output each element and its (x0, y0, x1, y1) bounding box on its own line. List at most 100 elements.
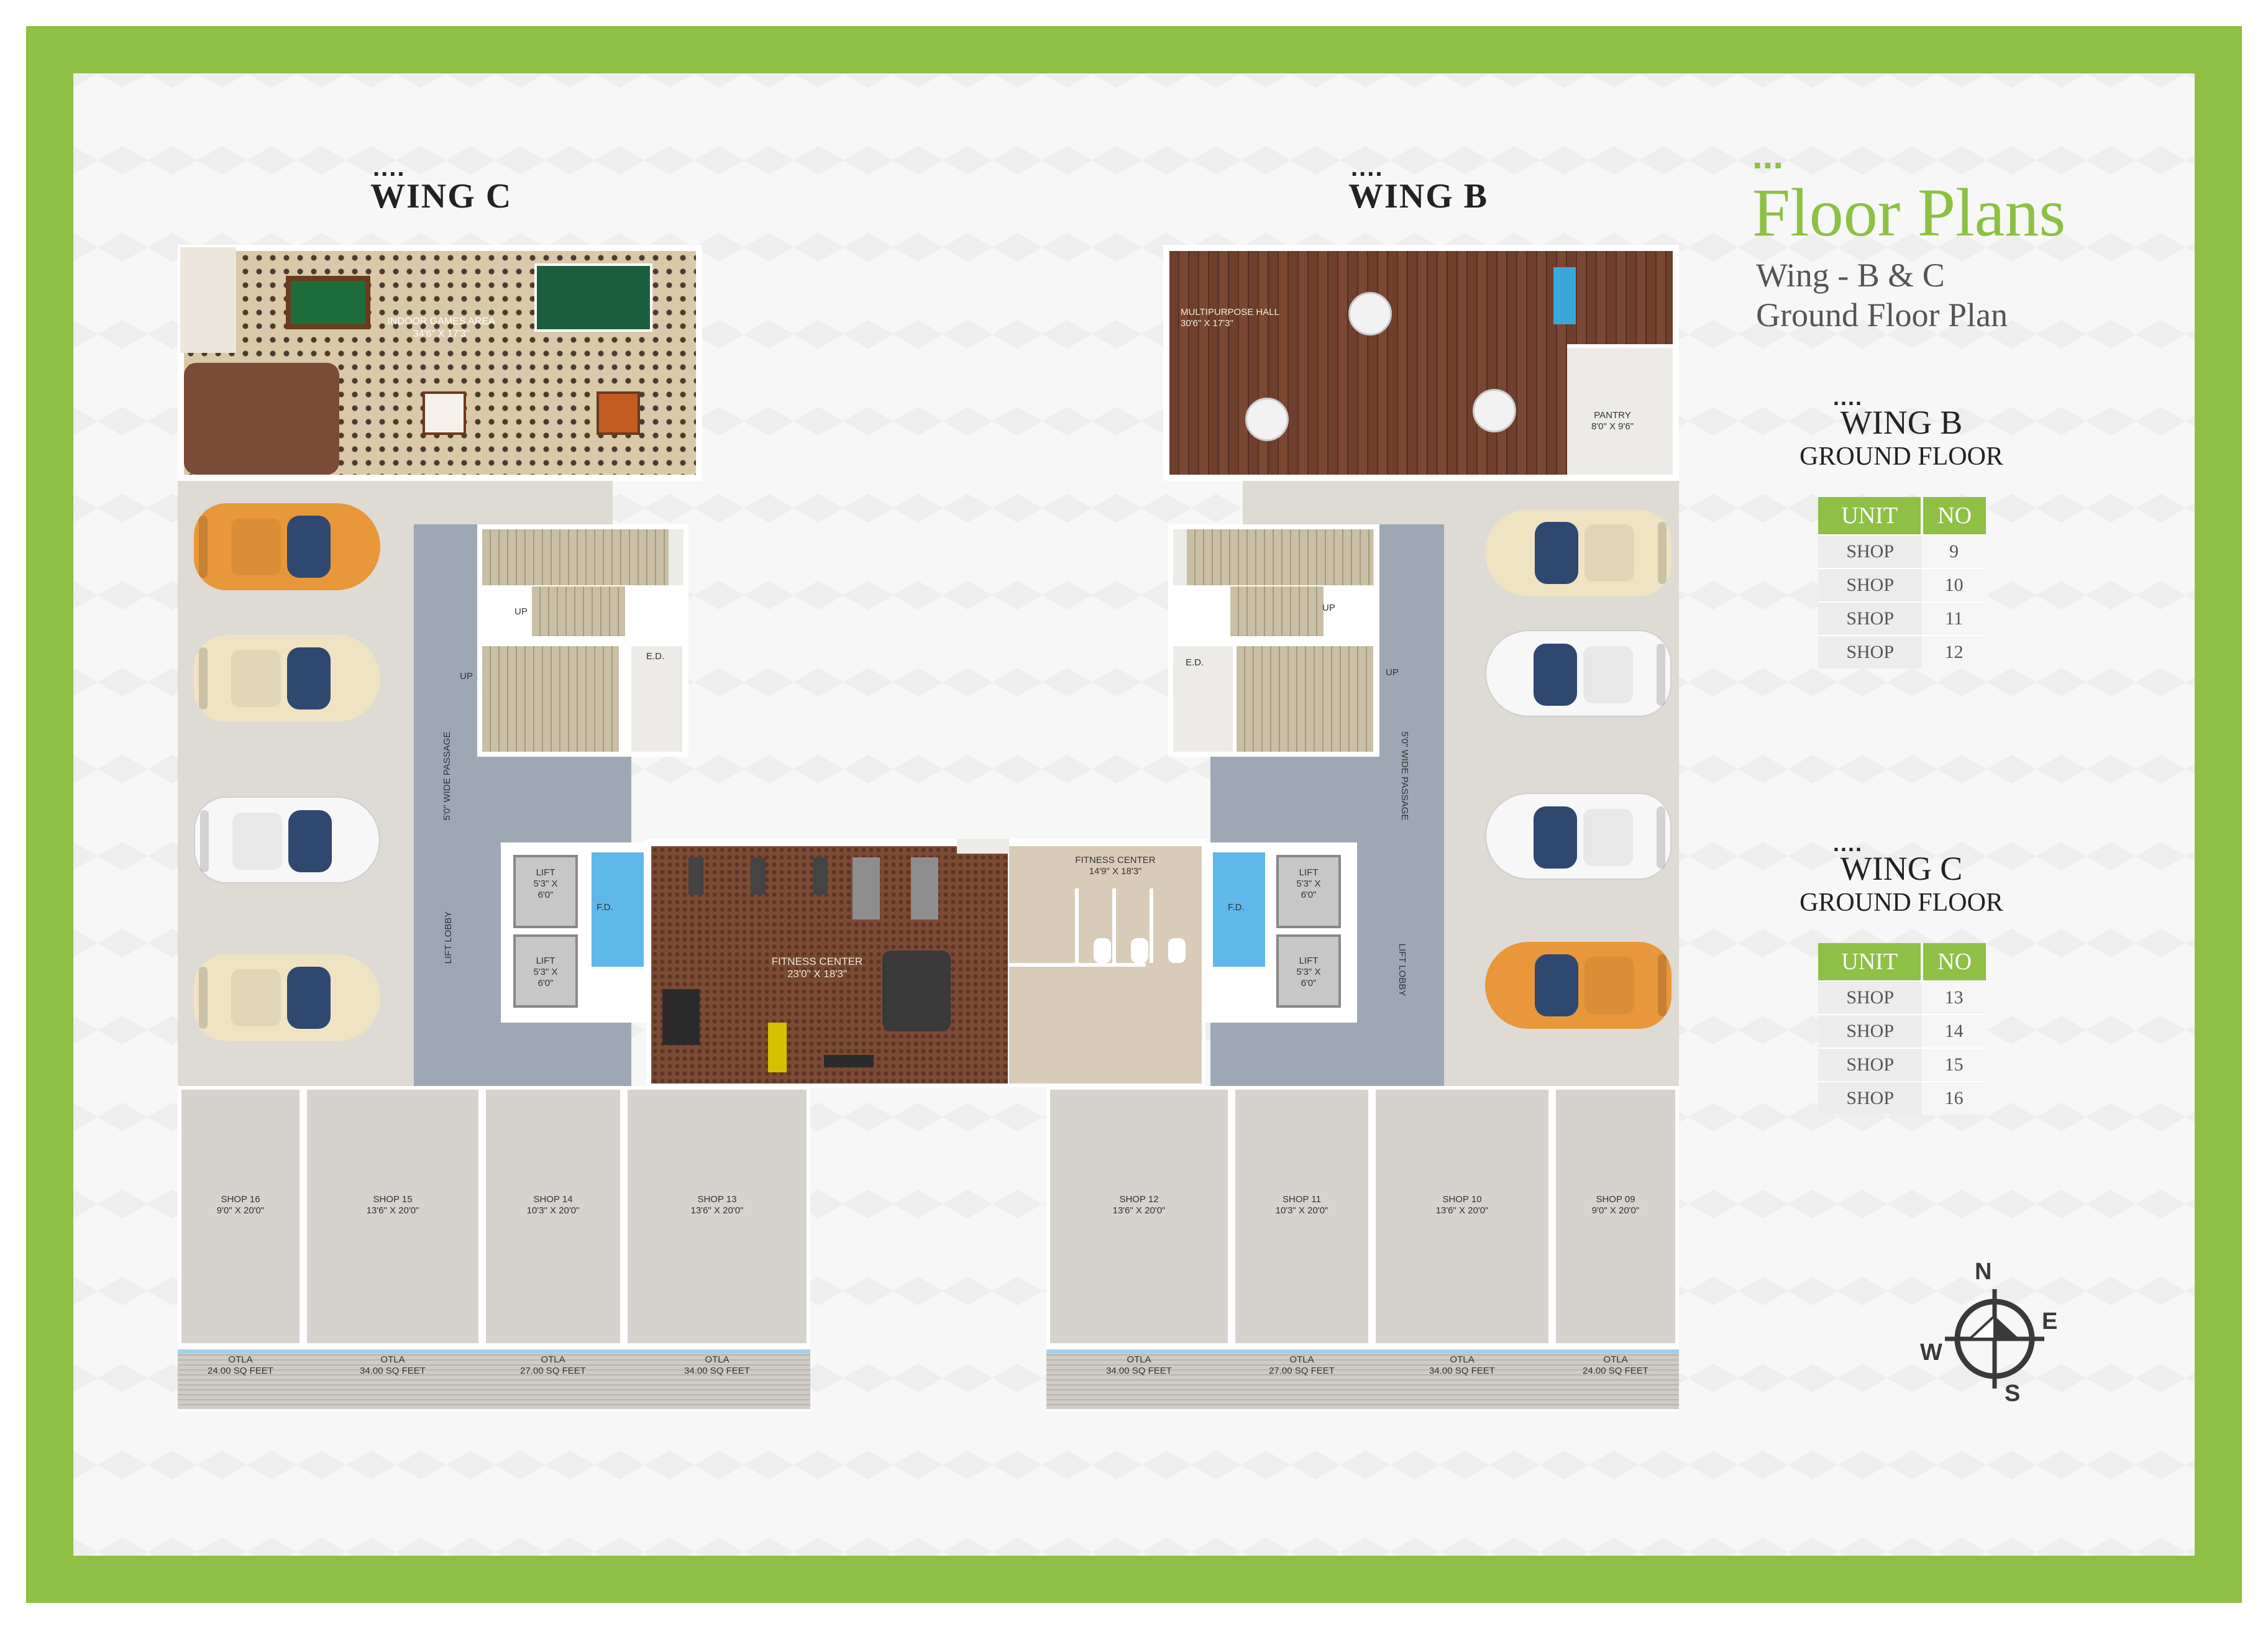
otla-11-name: OTLA (1289, 1354, 1314, 1365)
wing-c-lift-1 (513, 855, 578, 928)
wing-c-fd-duct (588, 849, 647, 970)
table-cell: SHOP (1818, 980, 1923, 1015)
shop-13-name: SHOP 13 (697, 1194, 737, 1205)
multipurpose-hall-corner (1567, 251, 1673, 344)
shop-15 (303, 1086, 482, 1347)
car-icon (1485, 630, 1671, 717)
otla-16-name: OTLA (228, 1354, 253, 1365)
table-cell: 9 (1922, 534, 1986, 568)
table-cell: 16 (1922, 1081, 1986, 1115)
otla-10-area: 34.00 SQ FEET (1429, 1366, 1495, 1376)
shop-13 (624, 1086, 810, 1347)
table-cell: SHOP (1818, 635, 1923, 668)
wing-b-up-label-2: UP (1386, 667, 1399, 678)
wing-c-ed-area (631, 646, 682, 752)
wing-b-lift-1-size2: 6'0" (1301, 890, 1317, 900)
car-icon (194, 635, 380, 722)
car-icon (1485, 793, 1671, 880)
table-cell: 10 (1922, 568, 1986, 602)
wing-b-lift-2-size2: 6'0" (1301, 978, 1317, 988)
round-table-icon (1473, 389, 1516, 432)
wing-c-col-no: NO (1922, 943, 1986, 981)
wing-c-up-label-2: UP (460, 671, 473, 682)
wing-b-lift-2 (1276, 934, 1341, 1008)
pantry-label: PANTRY (1594, 410, 1631, 421)
shop-11-size: 10'3" X 20'0" (1275, 1205, 1328, 1216)
wing-c-stair-upper (482, 529, 669, 585)
table-cell: SHOP (1818, 1047, 1923, 1082)
shop-12-size: 13'6" X 20'0" (1112, 1205, 1166, 1216)
wing-c-stair-lower (482, 646, 619, 752)
table-cell: 13 (1922, 980, 1986, 1015)
multipurpose-hall (1169, 251, 1567, 475)
fitness-main-label: FITNESS CENTER (771, 956, 863, 967)
shop-14-name: SHOP 14 (533, 1194, 573, 1205)
washbasin-icon (1131, 938, 1148, 963)
otla-15-name: OTLA (380, 1354, 405, 1365)
weights-rack-icon (662, 989, 700, 1045)
table-cell: 11 (1922, 601, 1986, 636)
wing-c-lift-1-size: 5'3" X (533, 878, 558, 889)
wing-b-stair-lower (1237, 646, 1373, 752)
wing-c-dots: .... (1833, 831, 1863, 856)
table-cell: 12 (1922, 635, 1986, 668)
wing-c-stair-middle (532, 586, 625, 636)
shop-10-name: SHOP 10 (1442, 1194, 1482, 1205)
otla-12-area: 34.00 SQ FEET (1106, 1366, 1172, 1376)
shop-12-name: SHOP 12 (1119, 1194, 1159, 1205)
table-cell: SHOP (1818, 601, 1923, 636)
otla-11-area: 27.00 SQ FEET (1269, 1366, 1335, 1376)
shop-09 (1552, 1086, 1679, 1347)
wing-c-subtitle: GROUND FLOOR (1799, 888, 2003, 917)
wing-b-parking-top (1243, 481, 1443, 524)
otla-right-edge (1046, 1349, 1679, 1353)
treadmill-icon (813, 857, 828, 895)
multipurpose-size: 30'6" X 17'3" (1181, 318, 1233, 329)
table-cell: 15 (1922, 1047, 1986, 1082)
wing-c-table-block: .... WING C GROUND FLOOR (1777, 831, 2026, 918)
wing-c-ed-label: E.D. (646, 651, 665, 662)
otla-13-name: OTLA (705, 1354, 729, 1365)
table-cell: SHOP (1818, 1081, 1923, 1115)
pantry (1567, 348, 1673, 475)
pool-table-icon (286, 276, 370, 329)
wing-b-up-label-1: UP (1322, 603, 1335, 613)
otla-13-area: 34.00 SQ FEET (684, 1366, 750, 1376)
compass-n: N (1975, 1259, 1992, 1285)
shop-16 (178, 1086, 303, 1347)
table-cell: SHOP (1818, 568, 1923, 602)
wing-b-col-unit: UNIT (1818, 497, 1924, 535)
wing-b-lift-lobby-label: LIFT LOBBY (1397, 943, 1407, 997)
wing-c-up-label-1: UP (514, 606, 528, 617)
compass-e: E (2042, 1308, 2058, 1335)
wing-c-lift-2-size2: 6'0" (537, 978, 554, 988)
car-icon (194, 796, 380, 883)
wing-c-passage-label: 5'0" WIDE PASSAGE (442, 731, 452, 821)
wing-b-lift-1-size: 5'3" X (1296, 878, 1321, 889)
washbasin-icon (1094, 938, 1111, 963)
shop-16-name: SHOP 16 (221, 1194, 260, 1205)
shop-10-size: 13'6" X 20'0" (1435, 1205, 1489, 1216)
shop-13-size: 13'6" X 20'0" (690, 1205, 744, 1216)
compass-s: S (2005, 1380, 2021, 1407)
wing-c-lift-2 (513, 934, 578, 1008)
floor-plan: INDOOR GAMES AREA 34'6" X 17'3" UP UP E.… (178, 247, 1679, 1409)
gym-machine-icon (882, 951, 951, 1031)
page-subtitle-1: Wing - B & C (1756, 257, 1945, 294)
weight-bench-icon (768, 1023, 787, 1072)
wing-c-lift-1-label: LIFT (536, 867, 556, 878)
shop-09-size: 9'0" X 20'0" (1591, 1205, 1640, 1216)
treadmill-icon (911, 857, 938, 919)
table-cell: SHOP (1818, 1014, 1923, 1048)
sofa-icon (184, 363, 339, 475)
wing-b-fd-label: F.D. (1228, 902, 1245, 913)
wing-c-lift-lobby-label: LIFT LOBBY (443, 911, 454, 964)
wing-b-lift-1 (1276, 855, 1341, 928)
wing-b-ed-label: E.D. (1186, 657, 1204, 668)
otla-16-area: 24.00 SQ FEET (208, 1366, 273, 1376)
treadmill-icon (688, 857, 703, 895)
shop-11-name: SHOP 11 (1283, 1194, 1321, 1205)
fitness-main-size: 23'0" X 18'3" (787, 968, 848, 980)
otla-right-strip (1046, 1349, 1679, 1409)
